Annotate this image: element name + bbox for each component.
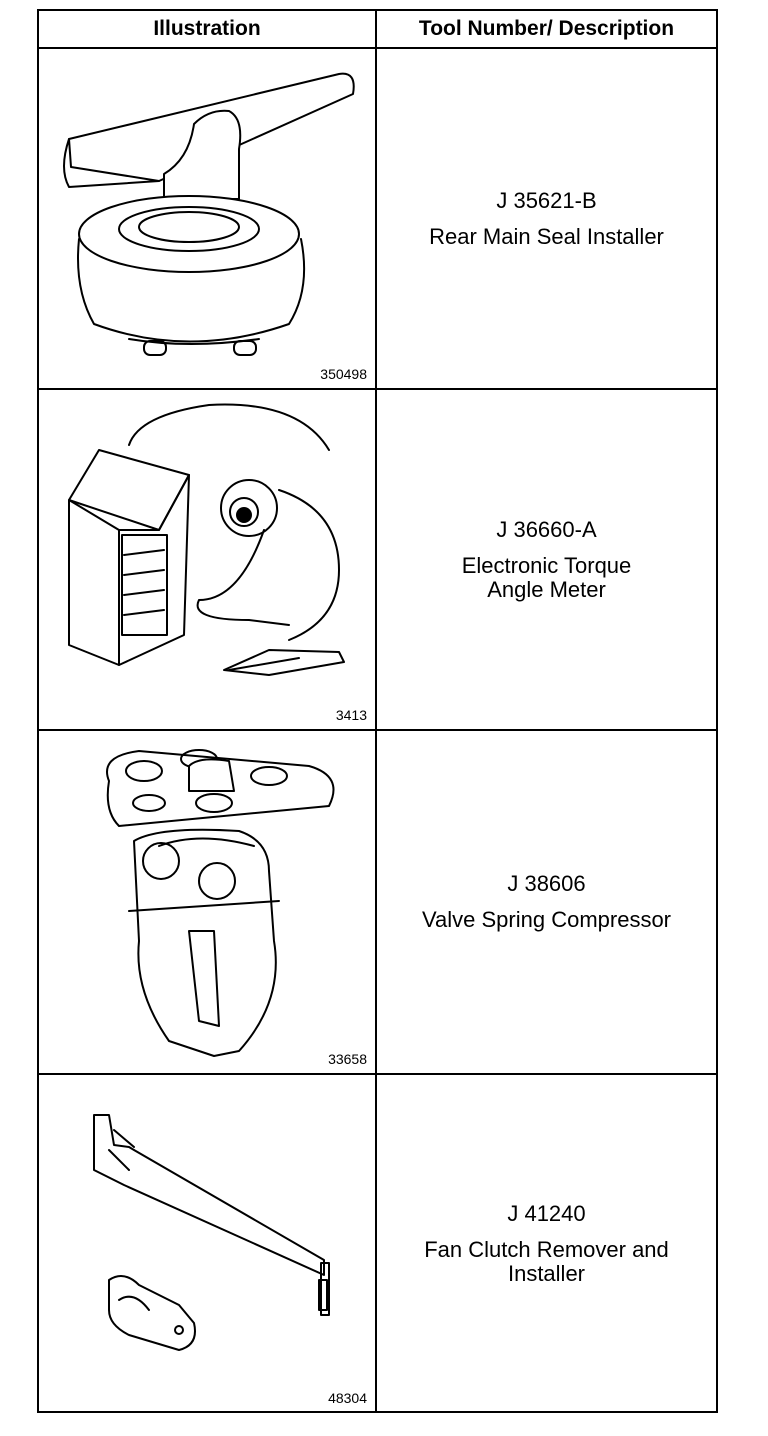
description-cell: J 38606 Valve Spring Compressor [377,731,716,1073]
row-divider [37,388,718,390]
row-divider [37,729,718,731]
tool-number: J 38606 [507,871,586,896]
tool-description-line: Rear Main Seal Installer [429,223,664,249]
tool-number: J 36660-A [496,516,597,542]
figure-number: 48304 [328,1390,367,1406]
column-divider [375,9,377,1413]
illustration-cell: 33658 [39,731,375,1073]
illustration-cell: 350498 [39,49,375,388]
tool-number: J 41240 [507,1200,586,1226]
fan-clutch-wrench-icon [93,1114,330,1351]
description-cell: J 36660-A Electronic Torque Angle Meter [377,390,716,729]
tool-description-line: Electronic Torque [461,552,632,578]
tool-description-line: Installer [507,1260,586,1286]
tool-description-line: Angle Meter [487,576,606,602]
figure-number: 33658 [328,1051,367,1067]
header-divider [37,47,718,49]
tool-table [37,9,718,1413]
valve-spring-compressor-icon [106,749,335,1057]
tool-description-line: Fan Clutch Remover and [424,1236,669,1262]
figure-number: 350498 [320,366,367,382]
figure-number: 3413 [335,707,367,723]
illustration-cell: 48304 [39,1075,375,1412]
description-cell: J 41240 Fan Clutch Remover and Installer [377,1075,716,1412]
illustration-cell: 3413 [39,390,375,729]
seal-installer-icon [63,72,355,356]
row-divider [37,1073,718,1075]
tool-description-line: Valve Spring Compressor [421,907,672,932]
tool-number: J 35621-B [496,187,597,213]
torque-angle-meter-icon [68,403,345,676]
description-cell: J 35621-B Rear Main Seal Installer [377,49,716,388]
header-tool-description: Tool Number/ Description [418,17,675,40]
header-illustration: Illustration [153,17,261,40]
